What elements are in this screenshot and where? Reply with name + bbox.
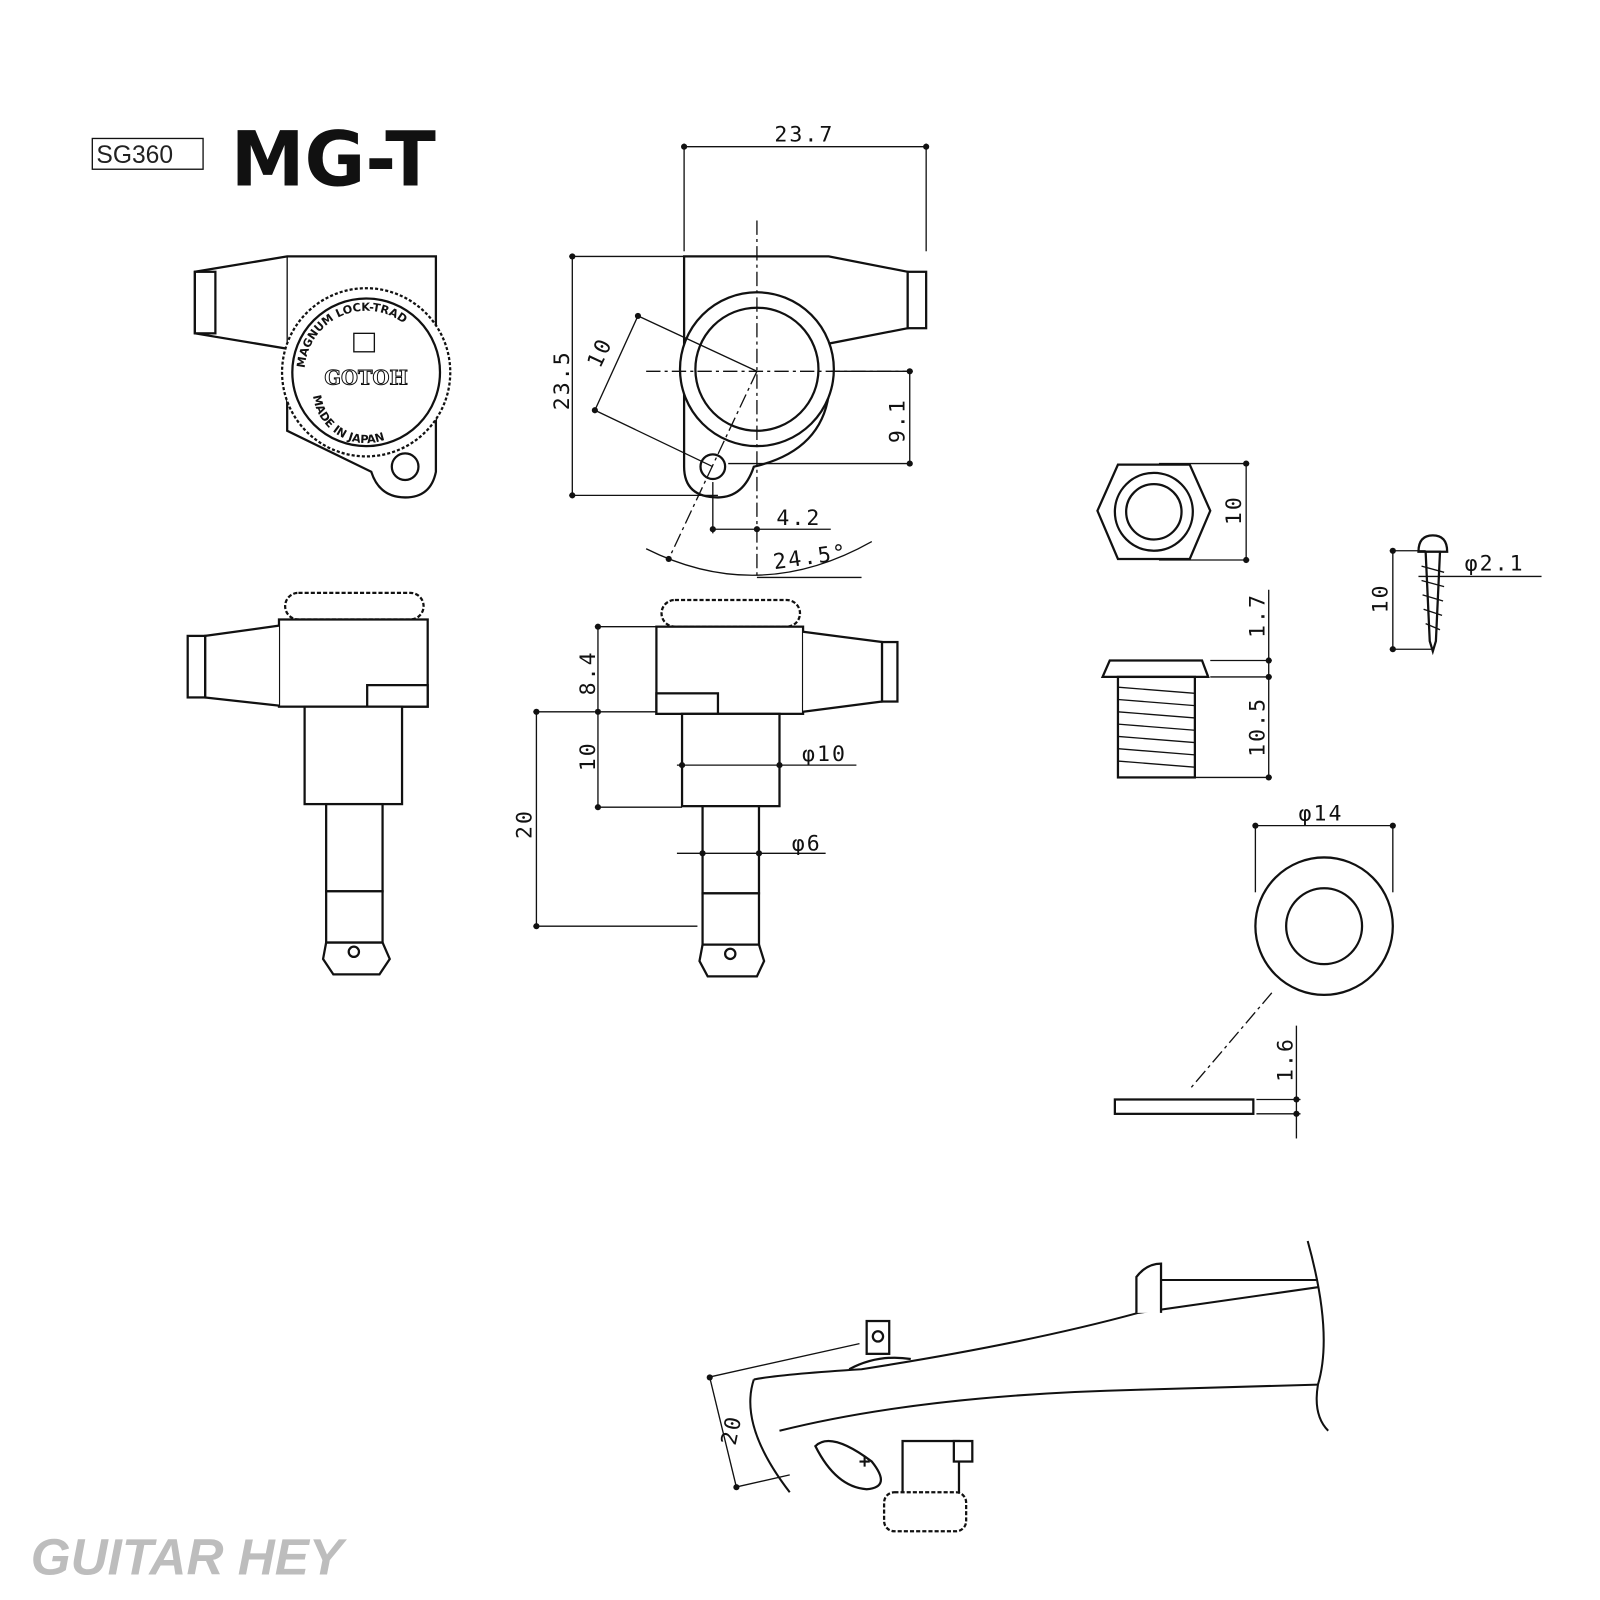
dim-washer-thickness: 1.6 [1273,1037,1298,1082]
bushing-side: 1.7 10.5 [1100,589,1272,781]
dim-bushing-height: 10 [576,741,601,771]
hex-nut: 10 [1096,460,1250,564]
dim-washer-dia: φ14 [1298,802,1343,827]
tuner-side-view-left [186,591,429,976]
dim-screw-length: 10 [1369,583,1394,613]
dim-height-side: 23.5 [550,350,575,410]
dim-neck-post: 20 [717,1413,748,1448]
dim-nut-thread: 10.5 [1246,697,1271,757]
dim-angle: 24.5° [772,540,850,575]
dim-housing-height: 8.4 [576,650,601,695]
dim-hole-offset-x: 4.2 [776,506,821,531]
badge-brand: GOTOH [324,367,407,390]
dim-width-top: 23.7 [774,123,834,148]
headstock-illustration: 20 [706,1240,1329,1533]
dim-nut-flange: 1.7 [1246,593,1271,638]
logo-mgt: MG-T [231,116,436,204]
washer: φ14 1.6 [1113,802,1396,1139]
model-code-box [91,137,204,170]
model-code: SG360 [96,142,173,169]
dim-screw-dia: φ2.1 [1465,551,1525,576]
dim-nut-width: 10 [1222,495,1247,525]
watermark: GUITAR HEY [31,1528,348,1585]
dim-post-height: 20 [512,809,537,839]
dim-radius-hole: 10 [583,334,618,372]
tuner-front-view: MAGNUM LOCK-TRAD GOTOH MADE IN JAPAN [193,255,452,499]
dim-offset-hole: 9.1 [886,398,911,443]
dim-post-dia: φ6 [792,831,822,856]
dim-bushing-dia: φ10 [802,742,847,767]
tuner-side-view-dimensioned: 8.4 10 20 φ10 φ6 [512,598,899,978]
wood-screw: 10 φ2.1 [1369,534,1542,656]
tuner-top-view: 23.7 23.5 10 9.1 4.2 24.5° [550,123,930,580]
